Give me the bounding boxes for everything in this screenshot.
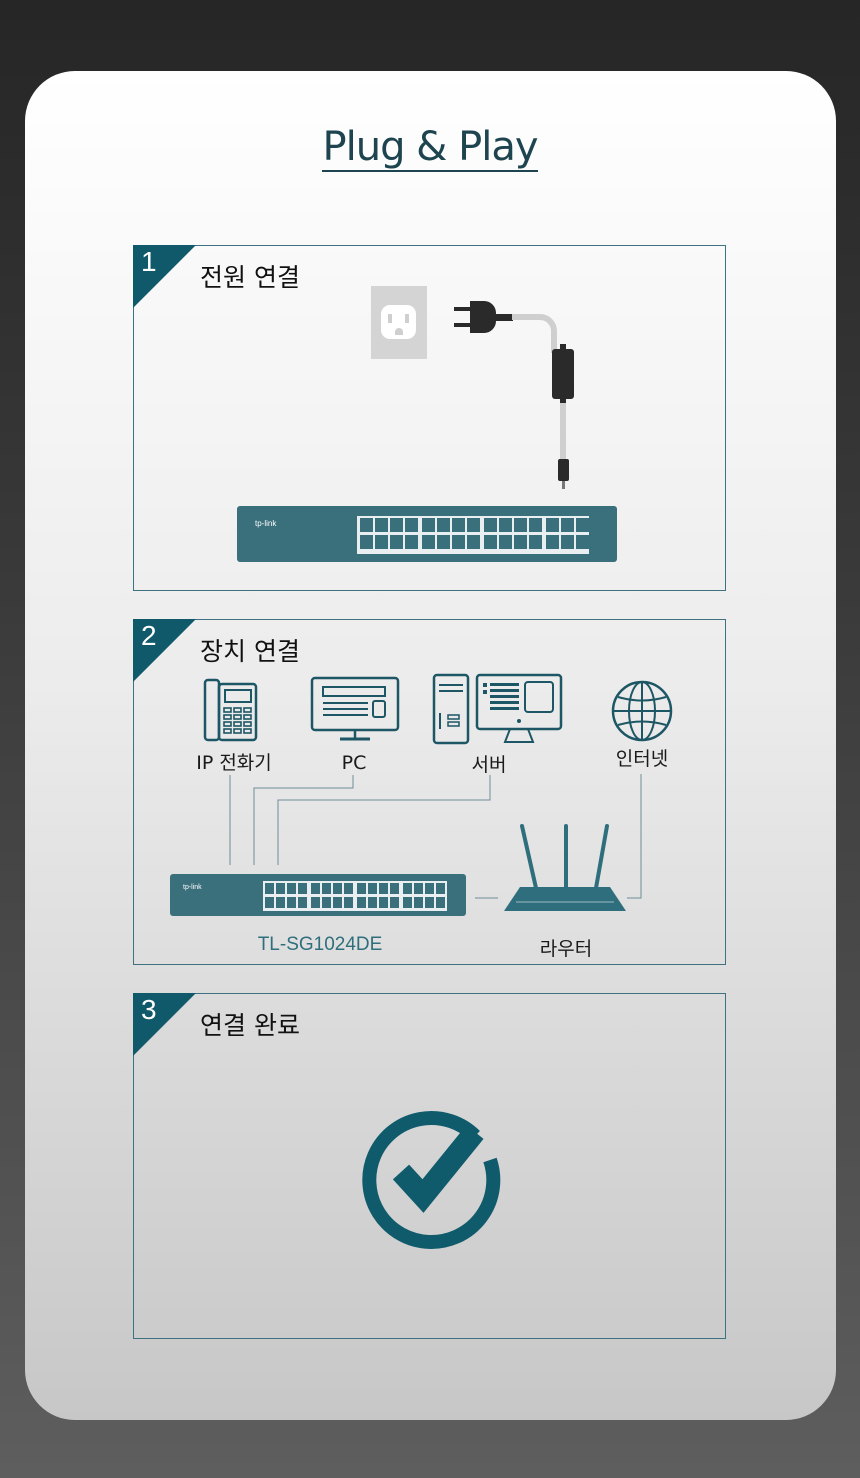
- router-label: 라우터: [539, 938, 593, 960]
- power-outlet-icon: [371, 286, 427, 359]
- step-number-badge: [133, 245, 196, 308]
- network-switch-icon: tp-link: [170, 874, 466, 916]
- switch-port: [591, 535, 604, 549]
- switch-port: [425, 883, 434, 894]
- switch-port: [360, 535, 373, 549]
- switch-port: [390, 518, 403, 532]
- pc-monitor-icon: [310, 676, 400, 741]
- switch-port: [368, 883, 377, 894]
- step-title: 장치 연결: [200, 637, 300, 666]
- switch-port: [576, 518, 589, 532]
- step-number-badge: [133, 993, 196, 1056]
- pc-label: PC: [341, 752, 367, 774]
- switch-port: [576, 535, 589, 549]
- switch-port: [529, 518, 542, 532]
- switch-port: [561, 535, 574, 549]
- switch-port: [436, 883, 445, 894]
- switch-port: [265, 883, 274, 894]
- ip-phone-label: IP 전화기: [196, 752, 272, 774]
- switch-port: [276, 883, 285, 894]
- switch-port: [514, 535, 527, 549]
- switch-port: [414, 883, 423, 894]
- switch-port: [375, 518, 388, 532]
- switch-port: [422, 535, 435, 549]
- step-3-panel: 3 연결 완료: [133, 993, 726, 1339]
- switch-port: [484, 535, 497, 549]
- step-number: 1: [141, 246, 157, 277]
- switch-port: [311, 883, 320, 894]
- step-title: 전원 연결: [200, 263, 300, 292]
- switch-port: [390, 535, 403, 549]
- switch-port: [467, 518, 480, 532]
- step-number: 3: [141, 994, 157, 1025]
- switch-port: [322, 897, 331, 908]
- switch-port: [287, 897, 296, 908]
- switch-port: [499, 535, 512, 549]
- switch-port: [333, 897, 342, 908]
- switch-port: [452, 535, 465, 549]
- switch-port: [452, 518, 465, 532]
- switch-port: [514, 518, 527, 532]
- switch-port: [265, 897, 274, 908]
- ip-phone-icon: [203, 678, 258, 742]
- switch-port: [437, 518, 450, 532]
- router-icon: [504, 824, 626, 911]
- step-title: 연결 완료: [200, 1011, 300, 1040]
- switch-port: [425, 897, 434, 908]
- switch-port: [405, 535, 418, 549]
- server-label: 서버: [471, 754, 507, 776]
- brand-logo: tp-link: [255, 519, 277, 528]
- brand-logo: tp-link: [183, 884, 202, 891]
- switch-port: [403, 883, 412, 894]
- switch-port: [357, 897, 366, 908]
- switch-port: [360, 518, 373, 532]
- switch-port: [298, 883, 307, 894]
- switch-port: [333, 883, 342, 894]
- switch-port: [298, 897, 307, 908]
- switch-port: [368, 897, 377, 908]
- switch-model-label: TL-SG1024DE: [257, 934, 383, 955]
- switch-port: [529, 535, 542, 549]
- switch-port: [390, 883, 399, 894]
- server-icon: [432, 673, 563, 745]
- switch-port: [467, 535, 480, 549]
- switch-port: [422, 518, 435, 532]
- switch-port: [344, 883, 353, 894]
- switch-port: [546, 518, 559, 532]
- page-title: Plug & Play: [322, 124, 539, 172]
- switch-port: [546, 535, 559, 549]
- globe-icon: [611, 680, 673, 742]
- connection-lines: [229, 774, 642, 899]
- step-2-panel: 2 장치 연결 IP 전화기 PC: [133, 619, 726, 965]
- checkmark-icon: [362, 1111, 501, 1249]
- switch-port: [375, 535, 388, 549]
- switch-port: [379, 897, 388, 908]
- internet-label: 인터넷: [615, 748, 669, 770]
- switch-port: [390, 897, 399, 908]
- power-cable-icon: [454, 301, 574, 489]
- switch-port: [344, 897, 353, 908]
- switch-port: [484, 518, 497, 532]
- network-switch-icon: tp-link: [237, 506, 617, 562]
- switch-port: [405, 518, 418, 532]
- switch-port: [311, 897, 320, 908]
- step-number-badge: [133, 619, 196, 682]
- step-1-panel: 1 전원 연결 tp-link: [133, 245, 726, 591]
- switch-port: [276, 897, 285, 908]
- switch-port: [591, 518, 604, 532]
- switch-port: [414, 897, 423, 908]
- switch-port: [437, 535, 450, 549]
- step-number: 2: [141, 620, 157, 651]
- switch-port: [322, 883, 331, 894]
- switch-port: [357, 883, 366, 894]
- switch-port: [287, 883, 296, 894]
- switch-port: [499, 518, 512, 532]
- switch-port: [379, 883, 388, 894]
- switch-port: [403, 897, 412, 908]
- switch-port: [436, 897, 445, 908]
- switch-port: [561, 518, 574, 532]
